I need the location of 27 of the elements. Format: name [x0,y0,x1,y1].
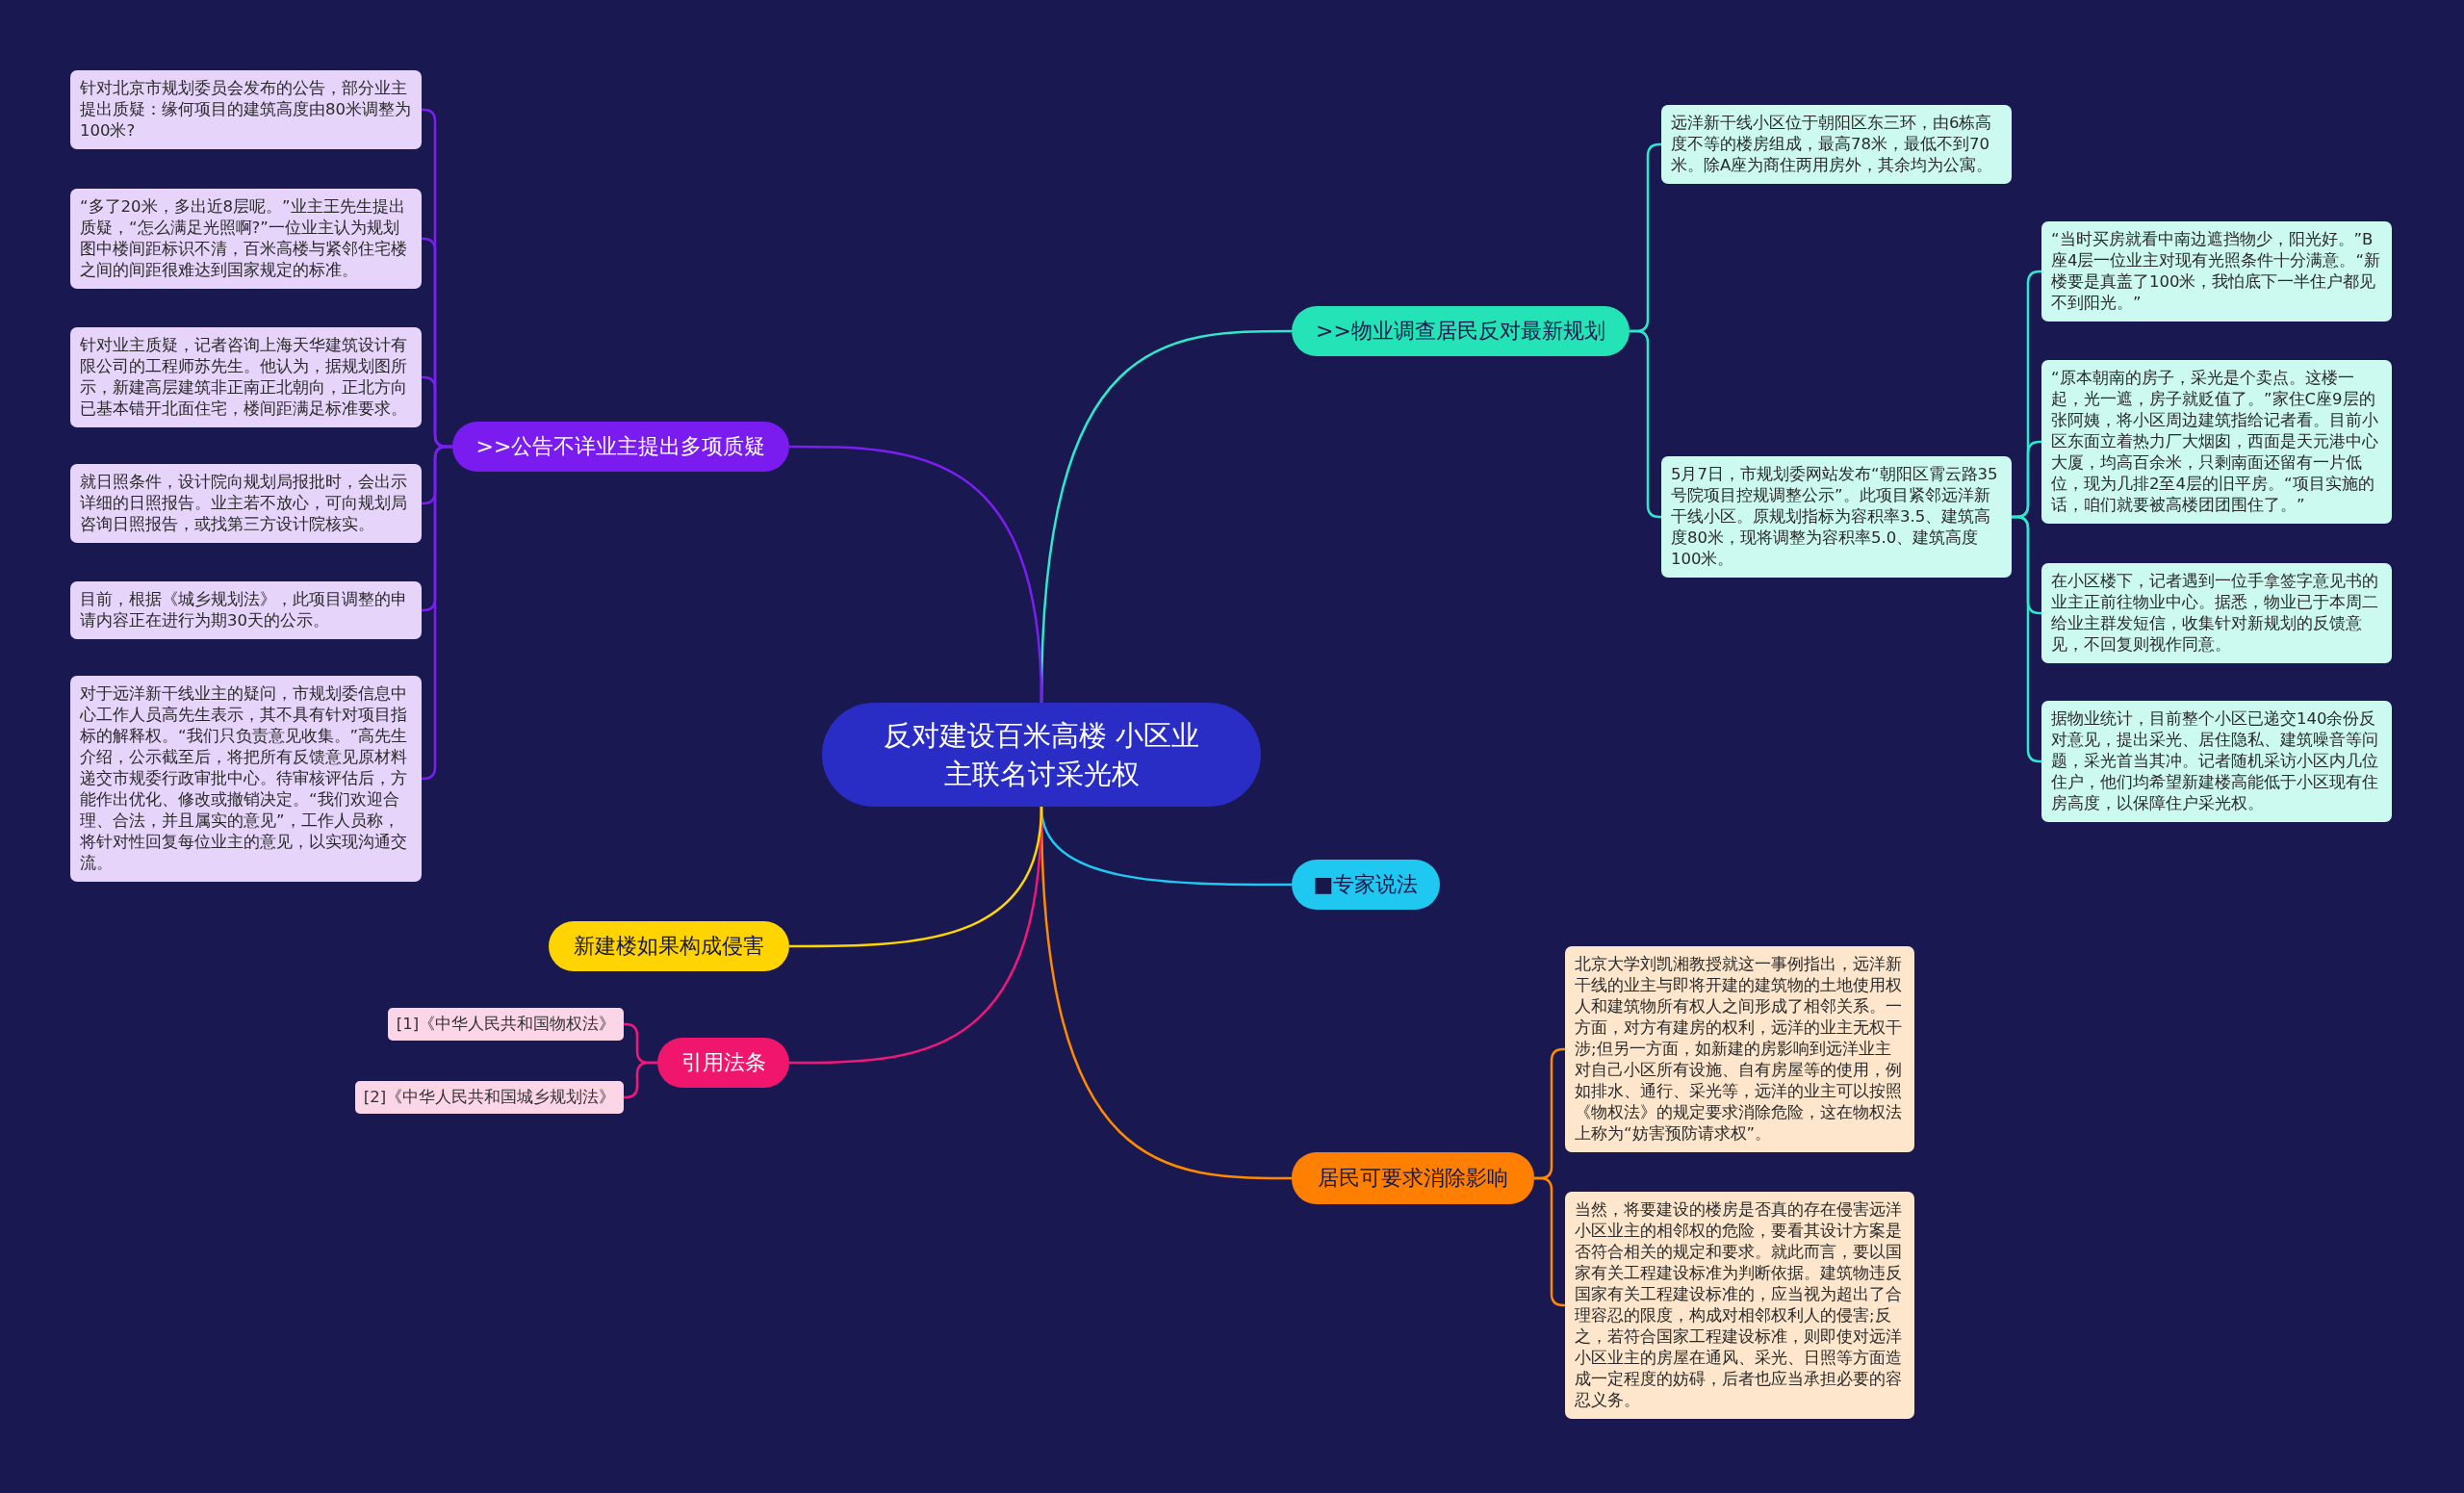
central-topic: 反对建设百米高楼 小区业主联名讨采光权 [822,703,1261,807]
note-card: 当然，将要建设的楼房是否真的存在侵害远洋小区业主的相邻权的危险，要看其设计方案是否符合相关的规定和要求。就此而言，要以国家有关工程建设标准为判断依据。建筑物违反国家有关工程建设标准的，应当视为超出了合理容忍的限度，构成对相邻权利人的侵害;反之，若符合国家工程建设标准，则即使对远洋小区业主的房屋在通风、采光、日照等方面造成一定程度的妨碍，后者也应当承担必要的容忍义务。 [1565,1192,1914,1419]
branch-topic: 新建楼如果构成侵害 [549,921,789,971]
note-card: 就日照条件，设计院向规划局报批时，会出示详细的日照报告。业主若不放心，可向规划局咨询日照报告，或找第三方设计院核实。 [70,464,422,543]
branch-topic: >>物业调查居民反对最新规划 [1292,306,1630,356]
note-card: 北京大学刘凯湘教授就这一事例指出，远洋新干线的业主与即将开建的建筑物的土地使用权人和建筑物所有权人之间形成了相邻关系。一方面，对方有建房的权利，远洋的业主无权干涉;但另一方面，如新建的房影响到远洋业主对自己小区所有设施、自有房屋等的使用，例如排水、通行、采光等，远洋的业主可以按照《物权法》的规定要求消除危险，这在物权法上称为“妨害预防请求权”。 [1565,946,1914,1152]
note-card: 远洋新干线小区位于朝阳区东三环，由6栋高度不等的楼房组成，最高78米，最低不到70米。除A座为商住两用房外，其余均为公寓。 [1661,105,2012,184]
note-card: 据物业统计，目前整个小区已递交140余份反对意见，提出采光、居住隐私、建筑噪音等问题，采光首当其冲。记者随机采访小区内几位住户，他们均希望新建楼高能低于小区现有住房高度，以保障住户采光权。 [2041,701,2392,822]
note-card: 对于远洋新干线业主的疑问，市规划委信息中心工作人员高先生表示，其不具有针对项目指标的解释权。“我们只负责意见收集。”高先生介绍，公示截至后，将把所有反馈意见原材料递交市规委行政审批中心。待审核评估后，方能作出优化、修改或撤销决定。“我们欢迎合理、合法，并且属实的意见”，工作人员称，将针对性回复每位业主的意见，以实现沟通交流。 [70,676,422,882]
note-card: 在小区楼下，记者遇到一位手拿签字意见书的业主正前往物业中心。据悉，物业已于本周二给业主群发短信，收集针对新规划的反馈意见，不回复则视作同意。 [2041,563,2392,663]
connector-line [789,445,1043,704]
note-card: “多了20米，多出近8层呢。”业主王先生提出质疑，“怎么满足光照啊?”一位业主认为规划图中楼间距标识不清，百米高楼与紧邻住宅楼之间的间距很难达到国家规定的标准。 [70,189,422,289]
connector-line [421,445,452,781]
note-card: 针对北京市规划委员会发布的公告，部分业主提出质疑：缘何项目的建筑高度由80米调整为100米? [70,70,422,149]
connector-line [789,806,1043,948]
branch-topic: >>公告不详业主提出多项质疑 [452,422,789,472]
branch-topic: ■专家说法 [1292,860,1440,910]
reference-tag: [1]《中华人民共和国物权法》 [388,1008,624,1041]
note-card: “当时买房就看中南边遮挡物少，阳光好。”B座4层一位业主对现有光照条件十分满意。“新楼要是真盖了100米，我怕底下一半住户都见不到阳光。” [2041,221,2392,322]
note-card: 5月7日，市规划委网站发布“朝阳区霄云路35号院项目控规调整公示”。此项目紧邻远洋新干线小区。原规划指标为容积率3.5、建筑高度80米，现将调整为容积率5.0、建筑高度100米。 [1661,456,2012,578]
note-card: 目前，根据《城乡规划法》，此项目调整的申请内容正在进行为期30天的公示。 [70,581,422,639]
reference-tag: [2]《中华人民共和国城乡规划法》 [355,1081,624,1114]
note-card: “原本朝南的房子，采光是个卖点。这楼一起，光一遮，房子就贬值了。”家住C座9层的张阿姨，将小区周边建筑指给记者看。目前小区东面立着热力厂大烟囱，西面是天元港中心大厦，均高百余米，只剩南面还留有一片低位，现为几排2至4层的旧平房。“项目实施的话，咱们就要被高楼团团围住了。” [2041,360,2392,524]
branch-topic: 居民可要求消除影响 [1292,1152,1534,1204]
note-card: 针对业主质疑，记者咨询上海天华建筑设计有限公司的工程师苏先生。他认为，据规划图所示，新建高层建筑非正南正北朝向，正北方向已基本错开北面住宅，楼间距满足标准要求。 [70,327,422,427]
branch-topic: 引用法条 [657,1038,789,1088]
connector-line [624,1061,657,1099]
